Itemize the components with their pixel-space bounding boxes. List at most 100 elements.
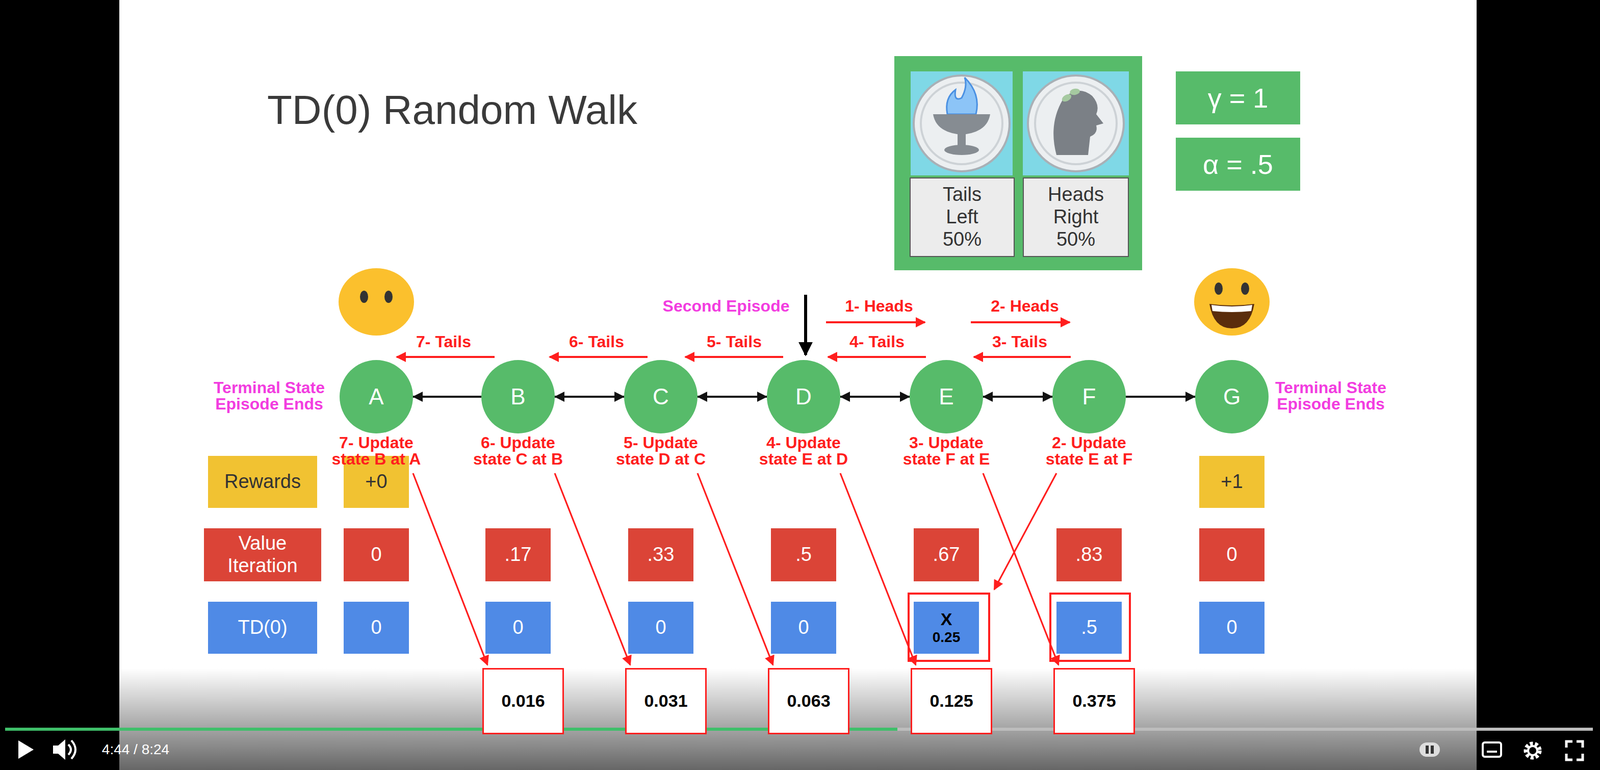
- coin-label: Heads Right 50%: [1022, 177, 1129, 257]
- update-note: 7- Update state B at A: [322, 434, 430, 468]
- node-text: 0: [370, 543, 382, 566]
- episode-label: Second Episode: [662, 297, 790, 315]
- move-label: 2- Heads: [990, 297, 1059, 315]
- state-circle: A: [339, 359, 414, 434]
- move-label: 6- Tails: [569, 333, 625, 350]
- value-box: .5: [770, 528, 837, 582]
- td-value-box: .5: [1056, 601, 1122, 654]
- td-value-box: 0: [485, 601, 551, 654]
- node-text: D: [795, 383, 812, 410]
- node-text: TD(0): [237, 616, 288, 639]
- row-header: TD(0): [208, 601, 318, 654]
- node-text: Tails Left 50%: [942, 183, 982, 251]
- node-text: 0.016: [501, 690, 545, 711]
- value-box: 0: [1199, 528, 1265, 582]
- fullscreen-icon: [1566, 741, 1583, 760]
- state-circle: G: [1195, 359, 1269, 434]
- updated-value-box: 0.375: [1053, 667, 1135, 735]
- progress-remaining: [897, 727, 1593, 731]
- parameter-box: α = .5: [1175, 137, 1301, 191]
- row-header: Rewards: [208, 455, 318, 508]
- transition-arrow: [983, 395, 1053, 398]
- highlight-outline: [908, 593, 990, 661]
- node-text: 0: [655, 616, 666, 639]
- captions-icon: [1482, 742, 1502, 757]
- heads-coin: [1027, 75, 1124, 172]
- terminal-note: Terminal State Episode Ends: [209, 379, 330, 412]
- update-note: 3- Update state F at E: [892, 434, 1000, 468]
- leader-lines: [413, 473, 1059, 665]
- transition-arrow: [413, 395, 482, 398]
- state-circle: F: [1052, 359, 1126, 434]
- updated-value-box: 0.125: [910, 667, 993, 735]
- node-text: .5: [795, 543, 812, 566]
- coin-panel: [894, 56, 1143, 271]
- parameter-box: γ = 1: [1175, 71, 1301, 125]
- node-text: A: [368, 383, 384, 410]
- node-text: 0.375: [1072, 690, 1116, 711]
- coin-background: [910, 71, 1013, 176]
- state-circle: D: [766, 359, 841, 434]
- node-text: +1: [1220, 470, 1243, 494]
- node-text: .67: [933, 543, 961, 566]
- node-text: +0: [365, 470, 387, 494]
- episode-start-arrow: [804, 294, 808, 355]
- move-label: 7- Tails: [416, 333, 472, 350]
- value-box: .17: [485, 528, 551, 582]
- node-text: Heads Right 50%: [1047, 183, 1104, 251]
- node-text: .33: [647, 543, 675, 566]
- update-note: 4- Update state E at D: [750, 434, 858, 468]
- move-arrows: [396, 322, 1071, 357]
- node-text: B: [510, 383, 526, 410]
- node-text: Value Iteration: [203, 532, 322, 577]
- happy-face: [1194, 268, 1270, 336]
- move-label: 3- Tails: [992, 333, 1048, 350]
- video-time: 4:44 / 8:24: [101, 742, 170, 757]
- slide-background: [119, 0, 1477, 770]
- highlight-outline: [1050, 593, 1130, 661]
- controls-shade: [0, 667, 1600, 770]
- td-value-box: X0.25: [913, 601, 979, 654]
- coin-background: [1022, 71, 1129, 176]
- progress-played: [5, 727, 898, 731]
- transition-arrow: [1125, 395, 1196, 398]
- value-box: 0: [343, 528, 409, 582]
- move-label: 1- Heads: [844, 297, 913, 315]
- node-text: 0.063: [786, 690, 831, 711]
- tails-coin: [913, 75, 1010, 172]
- node-text: 0: [1226, 543, 1237, 566]
- node-text: E: [938, 383, 954, 410]
- state-circle: B: [481, 359, 555, 434]
- node-text: .5: [1080, 616, 1098, 639]
- node-text: 0.031: [643, 690, 688, 711]
- value-box: .33: [628, 528, 694, 582]
- terminal-note: Terminal State Episode Ends: [1270, 379, 1391, 412]
- pause-pill-icon: [1419, 742, 1440, 757]
- node-text: .17: [504, 543, 532, 566]
- node-text: 0: [370, 616, 382, 639]
- value-box: .67: [913, 528, 979, 582]
- reward-box: +1: [1199, 455, 1265, 508]
- updated-value-box: 0.063: [767, 667, 850, 735]
- updated-value-box: 0.016: [482, 667, 564, 735]
- state-circle: C: [624, 359, 698, 434]
- update-note: 6- Update state C at B: [464, 434, 572, 468]
- move-label: 5- Tails: [706, 333, 762, 350]
- node-text: γ = 1: [1207, 82, 1269, 114]
- node-text: α = .5: [1202, 148, 1274, 180]
- td-value-box: 0: [1199, 601, 1265, 654]
- node-text: 0.125: [929, 690, 973, 711]
- neutral-face: [338, 268, 415, 336]
- node-text: G: [1223, 383, 1241, 410]
- volume-icon: [53, 739, 76, 760]
- node-text: C: [652, 383, 669, 410]
- node-text: .83: [1075, 543, 1103, 566]
- value-box: .83: [1056, 528, 1122, 582]
- row-header: Value Iteration: [203, 528, 322, 582]
- node-text: 0: [512, 616, 524, 639]
- play-icon: [18, 740, 34, 759]
- update-note: 5- Update state D at C: [607, 434, 715, 468]
- node-text: 0: [1226, 616, 1237, 639]
- settings-icon: [1525, 743, 1540, 758]
